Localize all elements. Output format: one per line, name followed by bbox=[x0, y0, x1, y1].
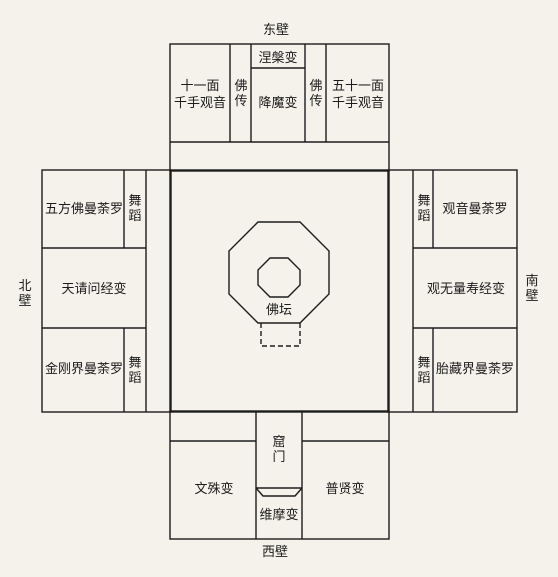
altar-label: 佛坛 bbox=[265, 303, 292, 318]
east-center-main-panel: 降魔变 bbox=[258, 96, 298, 111]
altar-platform bbox=[260, 323, 301, 347]
cave-entrance-passage: 窟门 bbox=[272, 435, 286, 465]
east-left-panel-title-bottom: 千手观音 bbox=[174, 96, 227, 111]
east-right-panel-title-top: 五十一面 bbox=[331, 79, 384, 94]
west-wing bbox=[169, 410, 390, 540]
south-top-panel: 观音曼荼罗 bbox=[442, 202, 508, 217]
east-nirvana-panel: 涅槃变 bbox=[258, 51, 298, 66]
altar-octagon-inner bbox=[257, 257, 301, 298]
east-right-panel-title-bottom: 千手观音 bbox=[331, 96, 384, 111]
south-wall-label: 南壁 bbox=[525, 274, 539, 304]
north-top-panel: 五方佛曼荼罗 bbox=[44, 202, 123, 217]
south-middle-panel: 观无量寿经变 bbox=[426, 282, 505, 297]
vimalakirti-panel bbox=[255, 487, 303, 497]
west-bottom-center-panel: 维摩变 bbox=[259, 508, 299, 523]
north-wing bbox=[41, 169, 172, 413]
east-left-panel-title-top: 十一面 bbox=[180, 79, 220, 94]
west-wall-label: 西壁 bbox=[262, 545, 289, 560]
south-bottom-narrow-panel: 舞蹈 bbox=[417, 356, 431, 386]
north-top-narrow-panel: 舞蹈 bbox=[128, 194, 142, 224]
east-right-narrow-panel: 佛传 bbox=[309, 79, 323, 109]
north-bottom-panel: 金刚界曼荼罗 bbox=[44, 362, 123, 377]
north-bottom-narrow-panel: 舞蹈 bbox=[128, 356, 142, 386]
north-middle-panel: 天请问经变 bbox=[61, 282, 127, 297]
west-left-panel: 文殊变 bbox=[194, 482, 234, 497]
east-left-narrow-panel: 佛传 bbox=[234, 79, 248, 109]
east-wing bbox=[169, 43, 390, 172]
north-wall-label: 北壁 bbox=[18, 279, 32, 309]
south-top-narrow-panel: 舞蹈 bbox=[417, 194, 431, 224]
main-chamber bbox=[169, 169, 390, 413]
south-wing bbox=[387, 169, 518, 413]
west-right-panel: 普贤变 bbox=[325, 482, 365, 497]
south-bottom-panel: 胎藏界曼荼罗 bbox=[435, 362, 514, 377]
east-wall-label: 东壁 bbox=[263, 23, 290, 38]
